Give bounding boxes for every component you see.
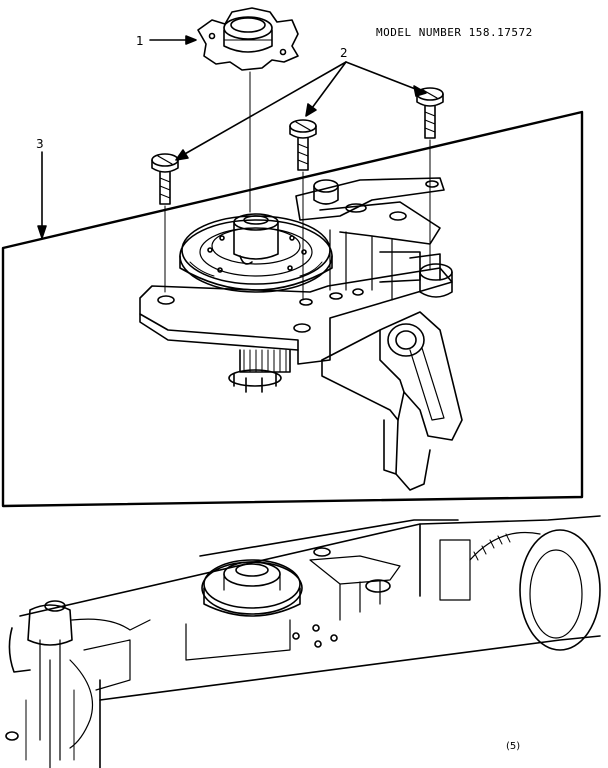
callout-1-arrow: [149, 35, 197, 45]
feed-linkage: [295, 177, 453, 301]
screw-left: [151, 153, 179, 205]
mechanism-base-plate: [139, 267, 453, 365]
callout-3-label: 3: [36, 137, 44, 151]
callout-1-label: 1: [136, 34, 144, 48]
part-1-star-gear: [197, 7, 299, 71]
callout-3-arrow: [37, 151, 47, 239]
alignment-lines: [164, 71, 431, 301]
machine-head-view: [5, 515, 601, 768]
screw-right: [416, 87, 444, 139]
footer-code: (5): [506, 741, 521, 752]
callout-2-label: 2: [340, 46, 348, 60]
model-number: MODEL NUMBER 158.17572: [376, 26, 533, 39]
zigzag-lever: [321, 311, 463, 491]
screw-middle: [289, 119, 317, 171]
cam-disc-assembly: [179, 213, 333, 293]
drive-gear: [228, 349, 291, 393]
detail-panel-outline: [1, 110, 584, 508]
